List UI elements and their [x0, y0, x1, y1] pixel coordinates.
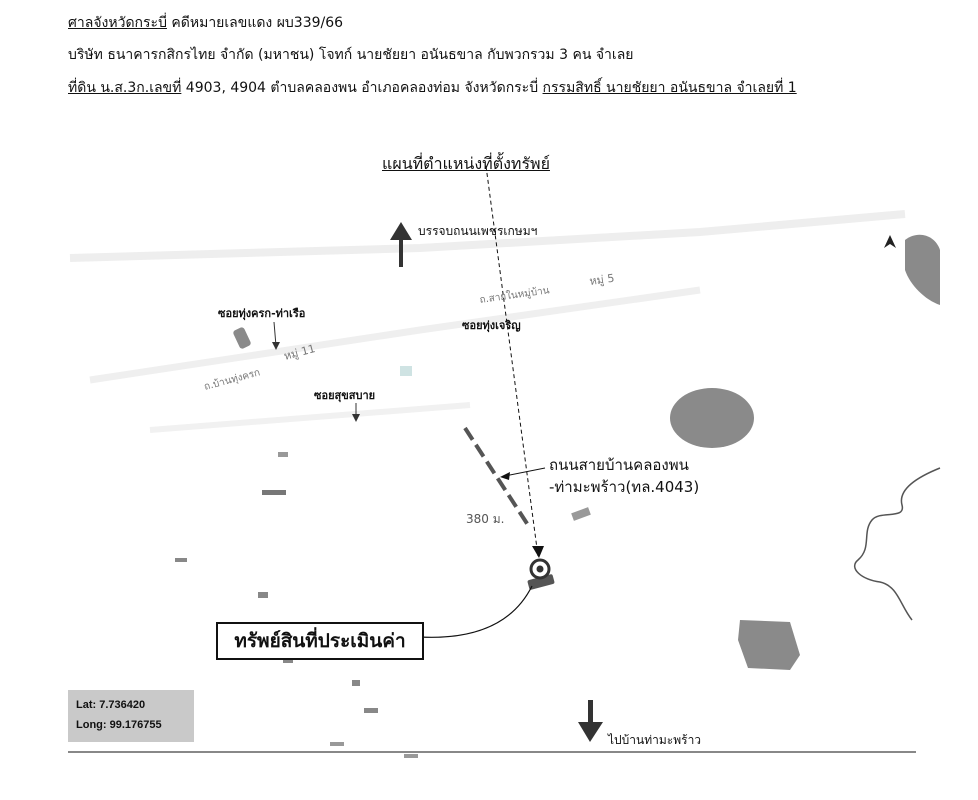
faint-road-3	[149, 402, 471, 433]
pond-bottom-right	[738, 620, 800, 670]
case-number: คดีหมายเลขแดง ผบ339/66	[166, 15, 344, 31]
faint-road-2	[89, 286, 701, 384]
soi-suk-sabai-arrowhead	[352, 414, 360, 422]
road-label-moo5: หมู่ 5	[589, 272, 616, 288]
road-label-village: ถ.สายในหมู่บ้าน	[479, 284, 551, 306]
land-title-label: ที่ดิน น.ส.3ก.เลขที่	[68, 80, 182, 96]
water-top-right	[905, 234, 940, 305]
main-road-label-line1: ถนนสายบ้านคลองพน	[549, 456, 689, 474]
title-pointer-arrowhead	[532, 546, 544, 558]
blob-12	[404, 754, 418, 758]
main-road-label-arrowhead	[500, 472, 510, 480]
header-line-land: ที่ดิน น.ส.3ก.เลขที่ 4903, 4904 ตำบลคลอง…	[68, 79, 797, 97]
distance-label: 380 ม.	[466, 512, 504, 526]
map-title: แผนที่ตำแหน่งที่ตั้งทรัพย์	[382, 154, 550, 173]
header-line-parties: บริษัท ธนาคารกสิกรไทย จำกัด (มหาชน) โจทก…	[68, 47, 634, 63]
blob-1	[233, 327, 251, 349]
property-label-connector	[419, 585, 533, 638]
stream	[853, 467, 941, 621]
north-arrow-label: บรรจบถนนเพชรเกษมฯ	[418, 224, 537, 238]
road-label-moo11: หมู่ 11	[282, 342, 316, 363]
court-name: ศาลจังหวัดกระบี่	[68, 15, 167, 31]
south-arrow	[578, 700, 603, 742]
longitude: Long: 99.176755	[76, 719, 162, 731]
coordinates-box: Lat: 7.736420 Long: 99.176755	[68, 690, 194, 742]
property-label: ทรัพย์สินที่ประเมินค่า	[216, 622, 424, 660]
title-pointer-line	[485, 165, 539, 557]
blob-7	[258, 592, 268, 598]
north-arrow	[390, 222, 412, 267]
latitude: Lat: 7.736420	[76, 699, 146, 711]
ownership-label: กรรมสิทธิ์ นายชัยยา อนันธขาล จำเลยที่ 1	[542, 80, 797, 96]
blob-11	[330, 742, 344, 746]
blob-9	[352, 680, 360, 686]
blob-4	[278, 452, 288, 457]
faint-road-1	[69, 210, 906, 262]
compass-north-icon	[884, 235, 896, 248]
soi-suk-sabai-label: ซอยสุขสบาย	[314, 389, 375, 403]
land-detail: 4903, 4904 ตำบลคลองพน อำเภอคลองท่อม จังห…	[181, 80, 543, 96]
header-line-court: ศาลจังหวัดกระบี่ คดีหมายเลขแดง ผบ339/66	[68, 14, 343, 32]
main-road-label-arrow	[504, 467, 546, 477]
property-marker	[527, 558, 555, 590]
soi-thung-khrok-label: ซอยทุ่งครก-ท่าเรือ	[218, 307, 305, 321]
south-arrow-label: ไปบ้านท่ามะพร้าว	[607, 733, 701, 747]
soi-thung-khrok-arrowhead	[272, 342, 280, 350]
pond-right	[670, 388, 754, 448]
main-road-label-line2: -ท่ามะพร้าว(ทล.4043)	[549, 478, 699, 496]
blob-10	[364, 708, 378, 713]
blob-5	[175, 558, 187, 562]
main-road	[463, 426, 530, 527]
soi-thung-charoen-label: ซอยทุ่งเจริญ	[462, 319, 521, 333]
blob-6	[571, 507, 591, 521]
blob-3	[262, 490, 286, 495]
road-label-thung-rong: ถ.บ้านทุ่งครก	[203, 366, 262, 393]
blob-2	[400, 366, 412, 376]
